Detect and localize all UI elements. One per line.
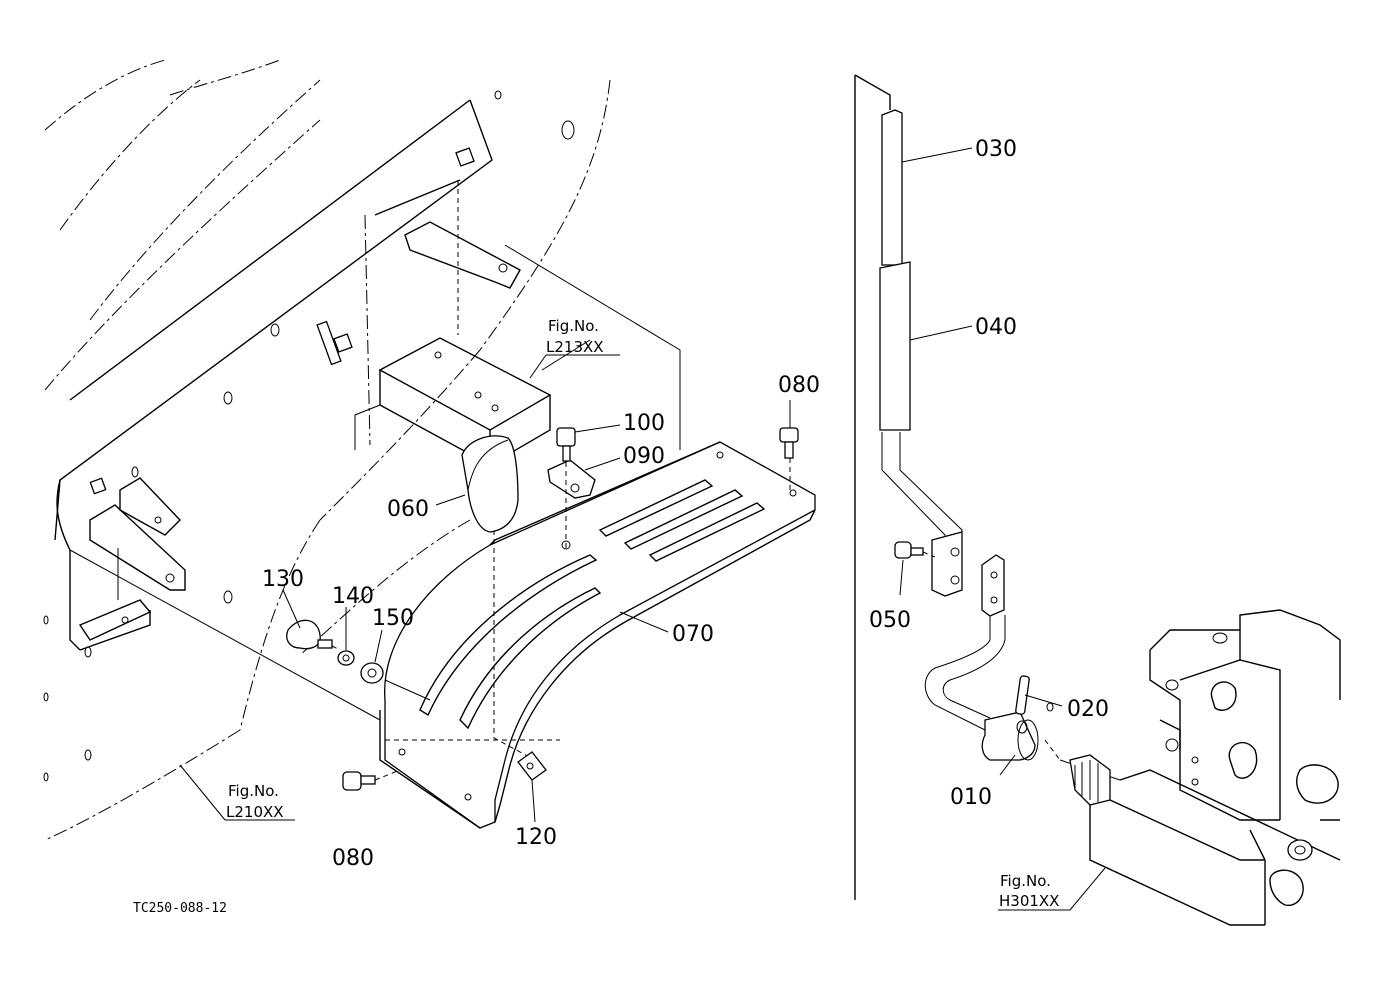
part-label-030: 030 [975,137,1017,162]
stopper-and-bolt [547,427,596,550]
fig-ref-l210-code: L210XX [226,803,284,821]
fig-ref-l213-code: L213XX [546,338,604,356]
part-label-070: 070 [672,622,714,647]
left-bracket [78,477,186,641]
frame-panel [43,90,575,782]
bolt-050 [894,541,936,559]
part-label-040: 040 [975,315,1017,340]
fig-ref-h301-label: Fig.No. [1000,872,1051,890]
part-label-150: 150 [372,606,414,631]
frame-nuts [89,147,475,495]
bolt-080-top [779,427,799,492]
fig-ref-h301-code: H301XX [999,892,1059,910]
part-labels: 030 040 080 100 090 060 070 130 140 150 … [262,137,1109,871]
part-label-080-bottom: 080 [332,846,374,871]
leader-lines [179,147,1106,911]
figure-references: Fig.No. L213XX Fig.No. L210XX Fig.No. H3… [226,317,1059,910]
drawing-code: TC250-088-12 [133,901,227,916]
knob-bolt-assembly [286,619,431,701]
hydraulic-valve [1059,609,1341,926]
part-label-120: 120 [515,825,557,850]
fig-ref-l213-label: Fig.No. [548,317,599,335]
part-label-010: 010 [950,785,992,810]
part-label-060: 060 [387,497,429,522]
part-label-080-top: 080 [778,373,820,398]
part-label-090: 090 [623,444,665,469]
part-label-050: 050 [869,608,911,633]
fig-ref-l210-label: Fig.No. [228,782,279,800]
part-label-130: 130 [262,567,304,592]
part-label-140: 140 [332,584,374,609]
clip-nut-120 [517,751,547,781]
part-label-020: 020 [1067,697,1109,722]
fender-outline [44,59,611,841]
guide-plate [379,441,816,829]
divider-panel [854,74,891,900]
part-label-100: 100 [623,411,665,436]
lever-knob [299,435,519,656]
bolt-080-bottom [342,769,401,791]
lever-rod [879,109,1039,761]
